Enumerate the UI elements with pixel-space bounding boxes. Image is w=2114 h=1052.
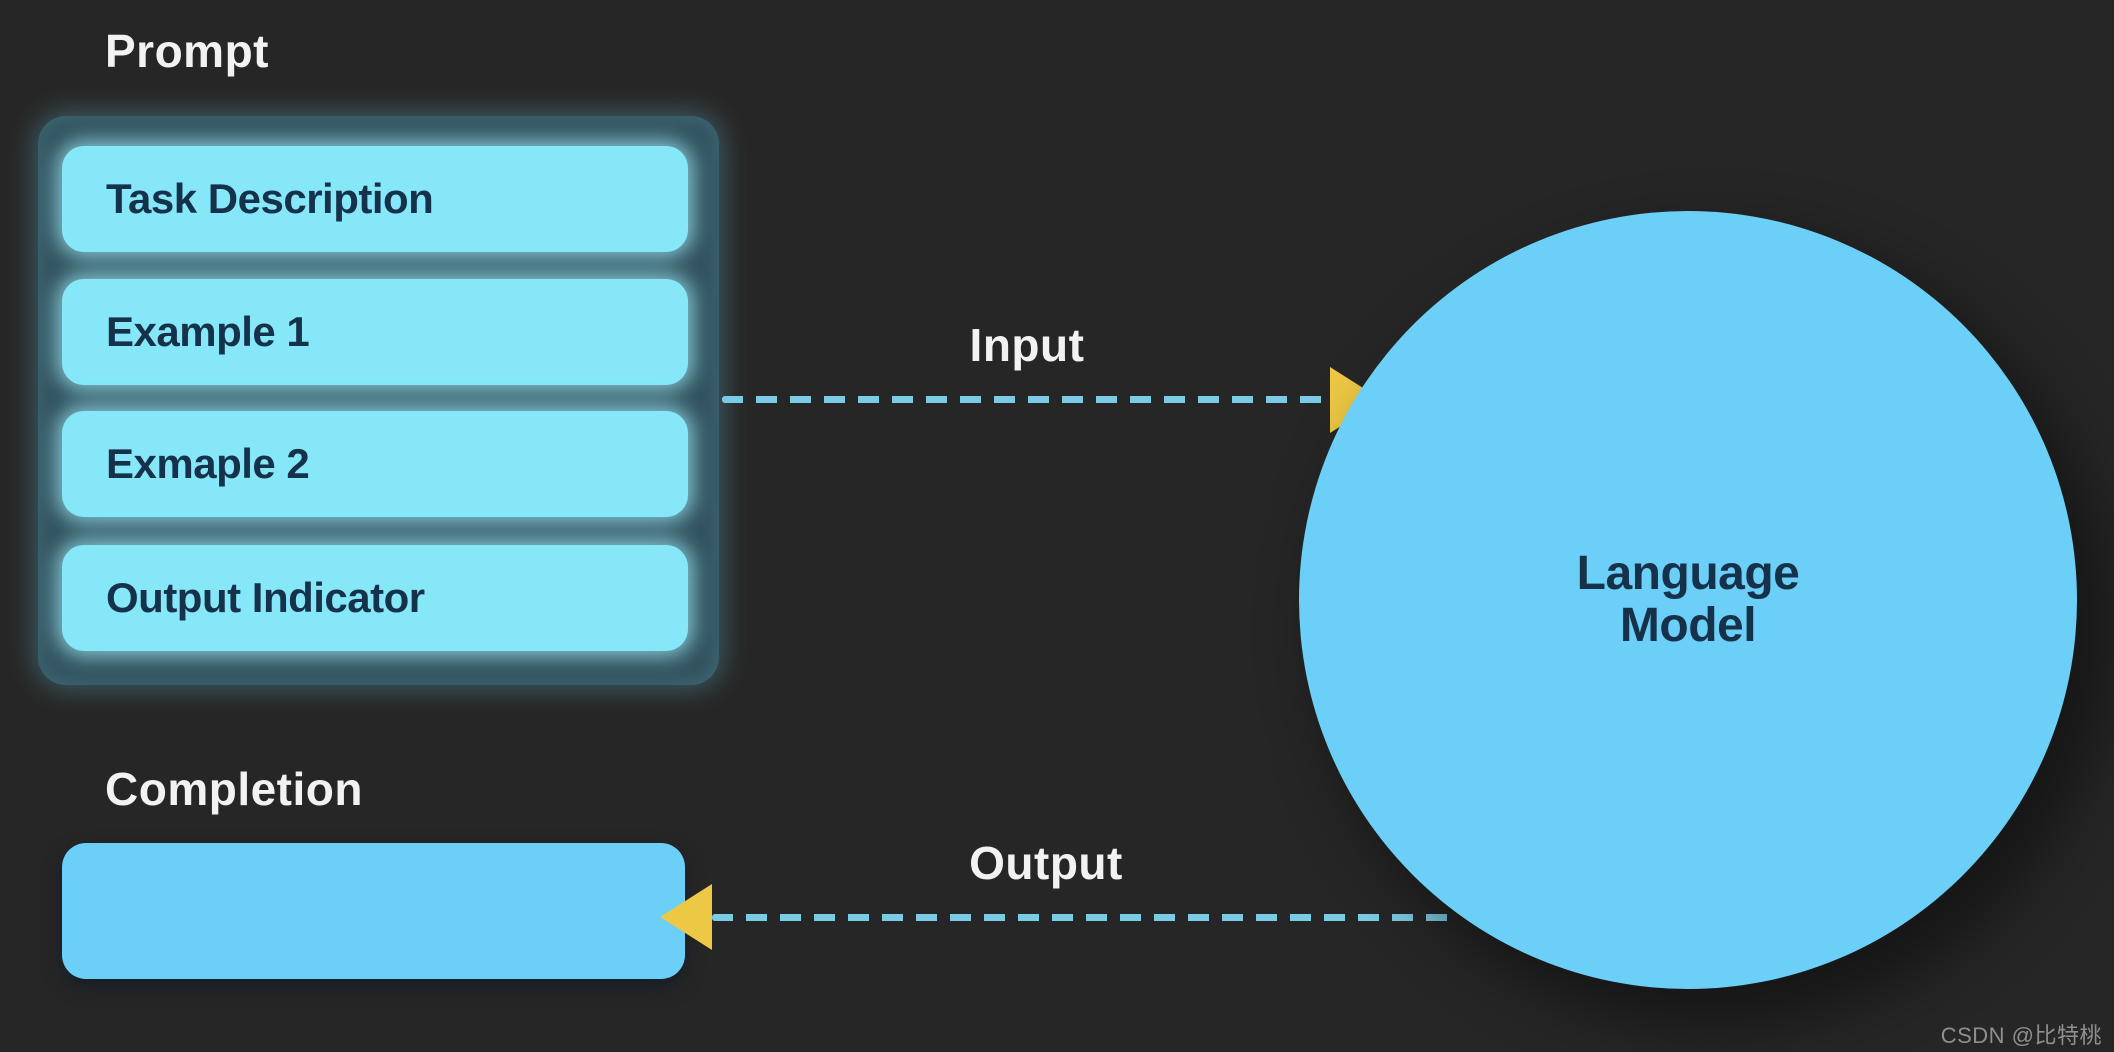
language-model-label-line2: Model xyxy=(1619,599,1757,652)
output-arrowhead-icon xyxy=(660,884,712,950)
language-model-label-line1: Language xyxy=(1576,547,1800,601)
prompt-box-example-1: Example 1 xyxy=(62,279,688,385)
output-label: Output xyxy=(969,837,1123,889)
language-model-circle: Language Model xyxy=(1299,211,2077,989)
watermark: CSDN @比特桃 xyxy=(1940,1023,2102,1048)
completion-label: Completion xyxy=(105,763,363,815)
prompt-box-example-2: Exmaple 2 xyxy=(62,411,688,517)
input-label: Input xyxy=(969,319,1085,371)
language-model-label: Language Model xyxy=(1577,548,1800,652)
output-dashed-line xyxy=(712,914,1460,921)
prompt-box-task-description: Task Description xyxy=(62,146,688,252)
prompt-label: Prompt xyxy=(105,25,269,77)
prompt-box-output-indicator: Output Indicator xyxy=(62,545,688,651)
prompt-container: Task Description Example 1 Exmaple 2 Out… xyxy=(38,116,719,685)
input-dashed-line xyxy=(722,396,1334,403)
completion-box xyxy=(62,843,685,979)
